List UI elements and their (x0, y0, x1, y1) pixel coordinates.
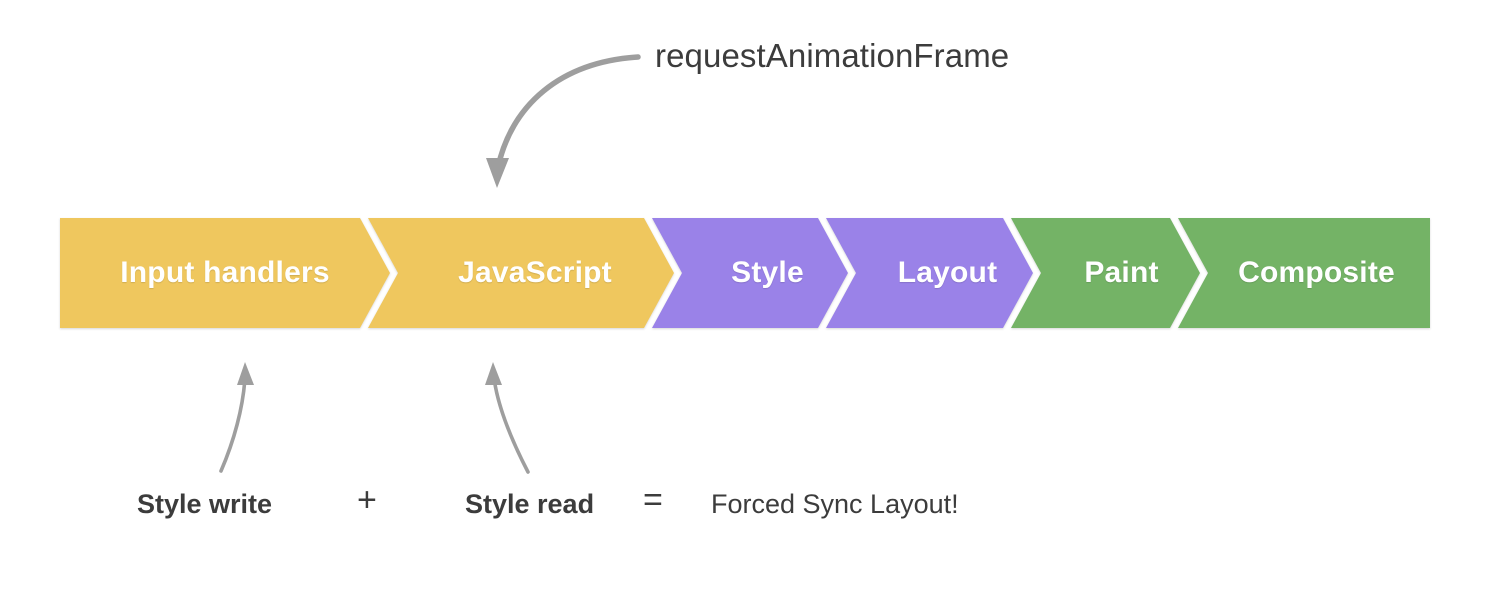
segment-shape-paint[interactable] (1011, 218, 1200, 328)
style-read-pointer-arrow (485, 362, 530, 474)
equals-operator: = (643, 481, 663, 519)
segment-shape-style[interactable] (652, 218, 848, 328)
style-write-pointer-arrow (219, 362, 254, 473)
segment-label-style: Style (731, 256, 804, 289)
plus-operator: + (357, 481, 377, 519)
raf-pointer-arrow (486, 54, 641, 188)
style-write-label: Style write (137, 489, 273, 519)
segment-shape-composite[interactable] (1178, 218, 1430, 328)
style-read-label: Style read (465, 489, 595, 519)
segment-shape-input-handlers[interactable] (60, 218, 390, 328)
forced-sync-layout-label: Forced Sync Layout! (711, 489, 959, 519)
segment-label-composite: Composite (1238, 256, 1395, 289)
segment-label-javascript: JavaScript (458, 256, 612, 289)
segment-shape-javascript[interactable] (368, 218, 674, 328)
pipeline-shapes (60, 218, 1430, 328)
segment-label-input-handlers: Input handlers (120, 256, 330, 289)
rendering-pipeline-bar: Input handlers JavaScript Style Layout P… (60, 218, 1430, 328)
segment-shape-layout[interactable] (826, 218, 1033, 328)
segment-label-layout: Layout (897, 256, 998, 289)
segment-label-paint: Paint (1084, 256, 1159, 289)
request-animation-frame-label: requestAnimationFrame (655, 37, 1010, 74)
